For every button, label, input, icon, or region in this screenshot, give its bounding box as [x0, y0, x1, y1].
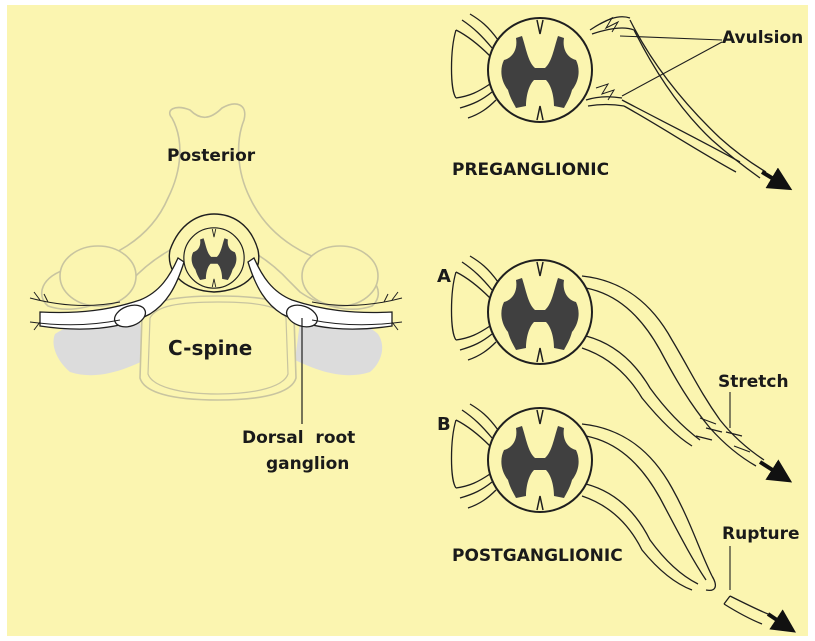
label-panel-a: A [437, 266, 451, 287]
label-panel-b: B [437, 414, 451, 435]
arrow-right-down-icon [760, 462, 782, 476]
arrow-right-down-icon [762, 172, 782, 184]
label-postganglionic: POSTGANGLIONIC [452, 546, 623, 566]
label-stretch: Stretch [718, 372, 789, 392]
label-ganglion: ganglion [266, 454, 349, 474]
label-dorsal-root: Dorsal root [242, 428, 355, 448]
label-rupture: Rupture [722, 524, 800, 544]
arrow-right-down-icon [768, 614, 786, 626]
label-preganglionic: PREGANGLIONIC [452, 160, 609, 180]
label-posterior: Posterior [167, 146, 255, 166]
label-c-spine: C-spine [168, 336, 252, 360]
label-avulsion: Avulsion [722, 28, 803, 48]
